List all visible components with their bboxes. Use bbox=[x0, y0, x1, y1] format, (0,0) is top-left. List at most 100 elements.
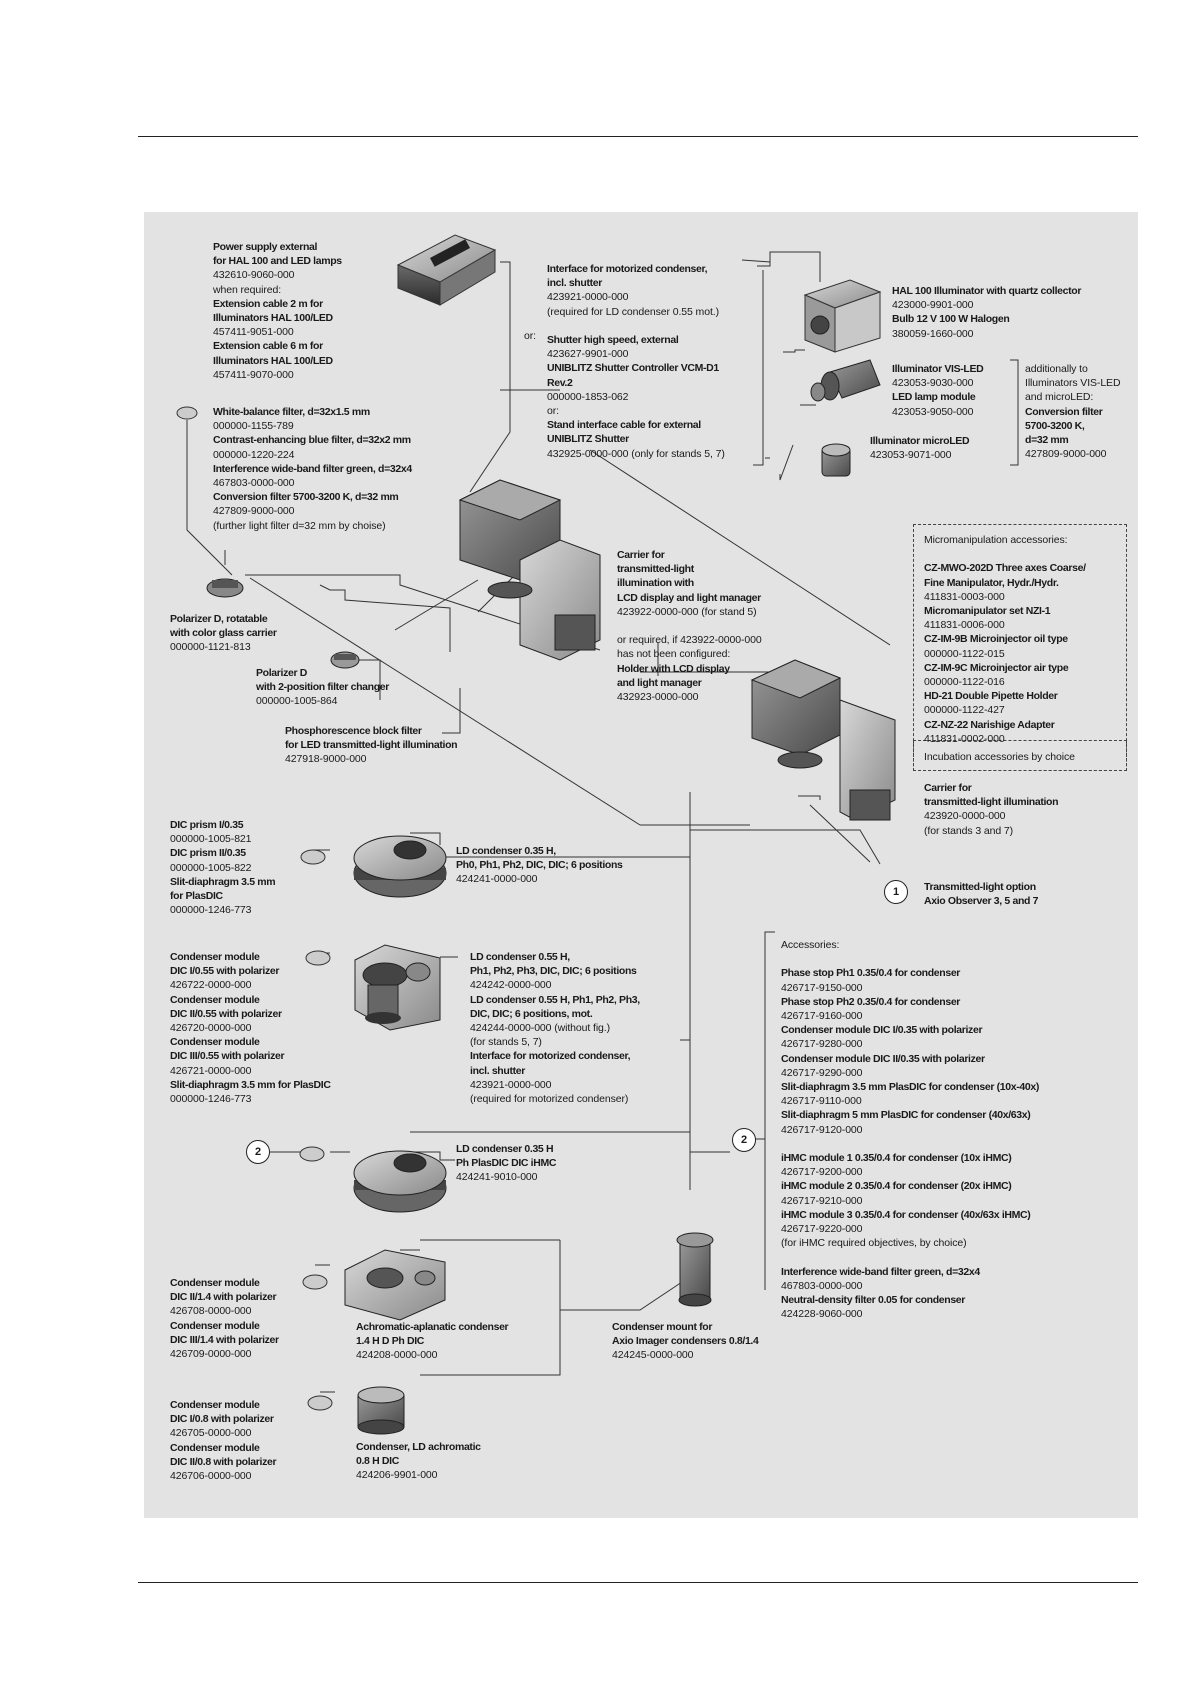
label-line: 426717-9120-000 bbox=[781, 1123, 1039, 1137]
ld035-condenser-image bbox=[354, 836, 446, 897]
label-line: Extension cable 6 m for bbox=[213, 339, 342, 353]
ld055-condenser-image bbox=[355, 945, 440, 1030]
label-line: 000000-1122-015 bbox=[924, 647, 1086, 661]
label-line: incl. shutter bbox=[547, 276, 725, 290]
carrier-lcd-label: Carrier fortransmitted-lightillumination… bbox=[617, 548, 762, 704]
label-line: iHMC module 3 0.35/0.4 for condenser (40… bbox=[781, 1208, 1039, 1222]
label-line: Power supply external bbox=[213, 240, 342, 254]
label-line: incl. shutter bbox=[470, 1064, 640, 1078]
label-line: Slit-diaphragm 3.5 mm PlasDIC for conden… bbox=[781, 1080, 1039, 1094]
label-line: 423921-0000-000 bbox=[470, 1078, 640, 1092]
label-line bbox=[781, 1250, 1039, 1264]
phosphorescence-label: Phosphorescence block filterfor LED tran… bbox=[285, 724, 457, 767]
label-line: CZ-NZ-22 Narishige Adapter bbox=[924, 718, 1086, 732]
label-line: 000000-1122-427 bbox=[924, 703, 1086, 717]
label-line: Illuminator microLED bbox=[870, 434, 969, 448]
power-supply-image bbox=[398, 235, 495, 305]
label-line: Interface for motorized condenser, bbox=[547, 262, 725, 276]
label-line: LD condenser 0.55 H, Ph1, Ph2, Ph3, bbox=[470, 993, 640, 1007]
label-line: Phase stop Ph1 0.35/0.4 for condenser bbox=[781, 966, 1039, 980]
label-line: 423053-9030-000 bbox=[892, 376, 983, 390]
label-line: Condenser, LD achromatic bbox=[356, 1440, 481, 1454]
microled-label: Illuminator microLED423053-9071-000 bbox=[870, 434, 969, 462]
label-line: 427809-9000-000 bbox=[1025, 447, 1120, 461]
microled-image bbox=[822, 444, 850, 476]
label-line: 423920-0000-000 bbox=[924, 809, 1058, 823]
label-line: and microLED: bbox=[1025, 390, 1120, 404]
label-line: 432923-0000-000 bbox=[617, 690, 762, 704]
label-line: (further light filter d=32 mm by choise) bbox=[213, 519, 412, 533]
label-line: Condenser module bbox=[170, 950, 331, 964]
label-line: Condenser module DIC I/0.35 with polariz… bbox=[781, 1023, 1039, 1037]
hal-illuminator-image bbox=[805, 280, 880, 352]
label-line: for HAL 100 and LED lamps bbox=[213, 254, 342, 268]
label-line: 5700-3200 K, bbox=[1025, 419, 1120, 433]
ld-condenser-055-label: LD condenser 0.55 H,Ph1, Ph2, Ph3, DIC, … bbox=[470, 950, 640, 1106]
label-line: Axio Imager condensers 0.8/1.4 bbox=[612, 1334, 759, 1348]
accessory-badge-2b: 2 bbox=[732, 1128, 756, 1152]
label-line: Conversion filter 5700-3200 K, d=32 mm bbox=[213, 490, 412, 504]
label-line: with color glass carrier bbox=[170, 626, 277, 640]
label-line: or required, if 423922-0000-000 bbox=[617, 633, 762, 647]
label-line: Bulb 12 V 100 W Halogen bbox=[892, 312, 1081, 326]
label-line: Condenser module bbox=[170, 1319, 279, 1333]
label-line: when required: bbox=[213, 283, 342, 297]
label-line: 427809-9000-000 bbox=[213, 504, 412, 518]
label-line: 423000-9901-000 bbox=[892, 298, 1081, 312]
interface-shutter-label: Interface for motorized condenser,incl. … bbox=[547, 262, 725, 461]
label-line: 424206-9901-000 bbox=[356, 1468, 481, 1482]
label-line: CZ-IM-9B Microinjector oil type bbox=[924, 632, 1086, 646]
label-line: 411831-0002-000 bbox=[924, 732, 1086, 746]
label-line: for PlasDIC bbox=[170, 889, 275, 903]
label-line: 426717-9280-000 bbox=[781, 1037, 1039, 1051]
label-line: 423921-0000-000 bbox=[547, 290, 725, 304]
label-line: 467803-0000-000 bbox=[781, 1279, 1039, 1293]
label-line: 426717-9220-000 bbox=[781, 1222, 1039, 1236]
label-line: Ph1, Ph2, Ph3, DIC, DIC; 6 positions bbox=[470, 964, 640, 978]
label-line: (for iHMC required objectives, by choice… bbox=[781, 1236, 1039, 1250]
label-line: Polarizer D bbox=[256, 666, 389, 680]
label-line: CZ-IM-9C Microinjector air type bbox=[924, 661, 1086, 675]
condenser-mount-image bbox=[677, 1233, 713, 1306]
label-line: 000000-1005-864 bbox=[256, 694, 389, 708]
label-line: iHMC module 2 0.35/0.4 for condenser (20… bbox=[781, 1179, 1039, 1193]
label-line: DIC III/1.4 with polarizer bbox=[170, 1333, 279, 1347]
achro-condenser-image bbox=[345, 1250, 445, 1320]
label-line: Condenser module bbox=[170, 1035, 331, 1049]
label-line: with 2-position filter changer bbox=[256, 680, 389, 694]
label-line: 000000-1121-813 bbox=[170, 640, 277, 654]
accessories-label: Accessories: Phase stop Ph1 0.35/0.4 for… bbox=[781, 938, 1039, 1321]
label-line: 000000-1220-224 bbox=[213, 448, 412, 462]
condenser-module-08-label: Condenser moduleDIC I/0.8 with polarizer… bbox=[170, 1398, 276, 1483]
label-line: 423053-9071-000 bbox=[870, 448, 969, 462]
label-line: 457411-9051-000 bbox=[213, 325, 342, 339]
label-line: Condenser module DIC II/0.35 with polari… bbox=[781, 1052, 1039, 1066]
label-line: Slit-diaphragm 3.5 mm for PlasDIC bbox=[170, 1078, 331, 1092]
label-line: 426705-0000-000 bbox=[170, 1426, 276, 1440]
label-line: Carrier for bbox=[924, 781, 1058, 795]
accessory-badge-2a: 2 bbox=[246, 1140, 270, 1164]
label-line: LCD display and light manager bbox=[617, 591, 762, 605]
label-line: DIC prism II/0.35 bbox=[170, 846, 275, 860]
dic-prism-035-label: DIC prism I/0.35000000-1005-821DIC prism… bbox=[170, 818, 275, 917]
label-line: 426708-0000-000 bbox=[170, 1304, 279, 1318]
micromanipulation-label: Micromanipulation accessories: CZ-MWO-20… bbox=[924, 533, 1086, 746]
label-line: 426717-9110-000 bbox=[781, 1094, 1039, 1108]
label-line: 423922-0000-000 (for stand 5) bbox=[617, 605, 762, 619]
label-line: 426717-9150-000 bbox=[781, 981, 1039, 995]
label-line: Achromatic-aplanatic condenser bbox=[356, 1320, 508, 1334]
label-line: 1.4 H D Ph DIC bbox=[356, 1334, 508, 1348]
label-line: 0.8 H DIC bbox=[356, 1454, 481, 1468]
label-line: Holder with LCD display bbox=[617, 662, 762, 676]
label-line: Slit-diaphragm 3.5 mm bbox=[170, 875, 275, 889]
label-line: 426722-0000-000 bbox=[170, 978, 331, 992]
label-line bbox=[924, 547, 1086, 561]
label-line: (required for motorized condenser) bbox=[470, 1092, 640, 1106]
label-line: LD condenser 0.35 H, bbox=[456, 844, 623, 858]
label-line: transmitted-light bbox=[617, 562, 762, 576]
label-line: LD condenser 0.35 H bbox=[456, 1142, 556, 1156]
label-line: DIC prism I/0.35 bbox=[170, 818, 275, 832]
